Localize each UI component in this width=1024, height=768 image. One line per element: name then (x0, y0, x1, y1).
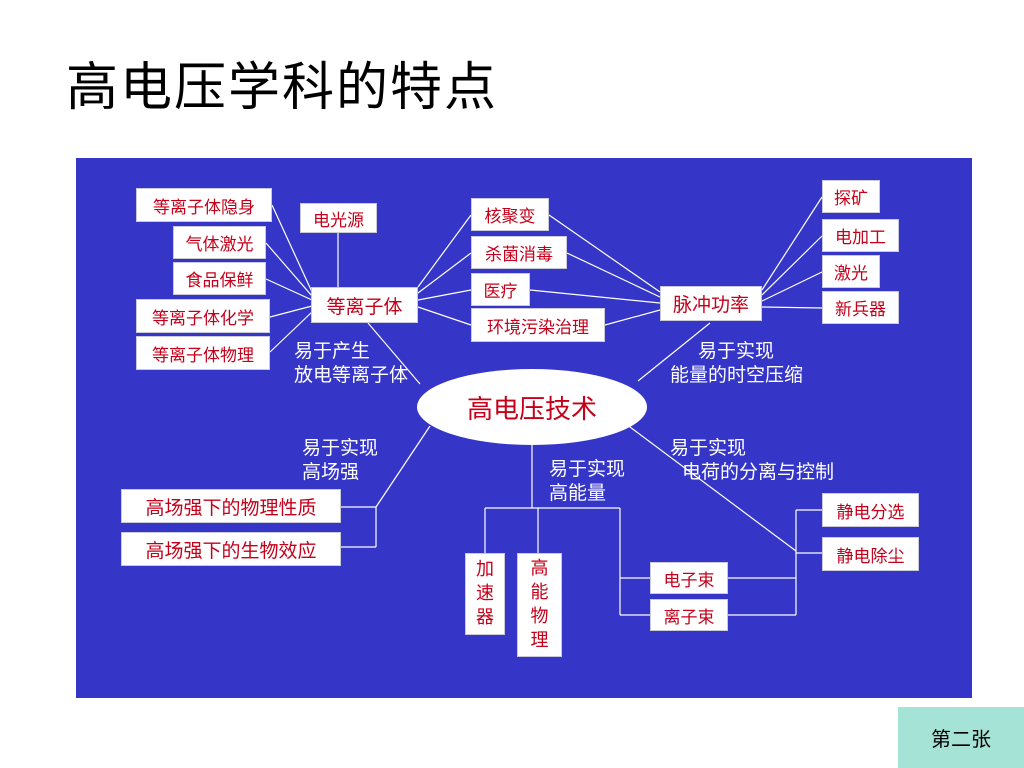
app-mineral-exploration: 探矿 (822, 180, 880, 213)
app-nuclear-fusion: 核聚变 (471, 198, 549, 231)
app-sterilization: 杀菌消毒 (471, 236, 567, 269)
slide-number-label: 第二张 (898, 707, 1024, 768)
app-electric-light-source: 电光源 (300, 203, 377, 233)
caption-pulse: 易于实现 能量的时空压缩 (670, 340, 804, 386)
app-high-field-biology: 高场强下的生物效应 (121, 532, 341, 566)
caption-high-field: 易于实现 高场强 (302, 437, 379, 483)
center-node: 高电压技术 (417, 369, 647, 445)
caption-high-energy: 易于实现 高能量 (549, 458, 626, 504)
app-electrical-machining: 电加工 (822, 219, 899, 252)
app-high-energy-physics: 高 能 物 理 (517, 553, 562, 657)
hub-pulse-power: 脉冲功率 (660, 286, 762, 321)
app-plasma-stealth: 等离子体隐身 (136, 188, 272, 222)
app-plasma-physics: 等离子体物理 (136, 336, 270, 370)
caption-charge: 易于实现 电荷的分离与控制 (670, 437, 835, 483)
app-medical: 医疗 (471, 273, 530, 306)
app-electron-beam: 电子束 (650, 562, 728, 594)
app-gas-laser: 气体激光 (173, 226, 266, 259)
hub-plasma: 等离子体 (311, 287, 418, 323)
slide-title: 高电压学科的特点 (66, 58, 499, 118)
caption-plasma: 易于产生 放电等离子体 (294, 340, 409, 386)
app-accelerator: 加 速 器 (465, 553, 505, 635)
app-electrostatic-precipitation: 静电除尘 (822, 537, 919, 571)
app-food-preservation: 食品保鲜 (173, 262, 266, 295)
app-new-weapons: 新兵器 (822, 291, 899, 324)
app-laser: 激光 (822, 255, 880, 288)
app-electrostatic-separation: 静电分选 (822, 493, 919, 527)
app-pollution-control: 环境污染治理 (471, 308, 605, 342)
app-ion-beam: 离子束 (650, 599, 728, 631)
app-high-field-physics: 高场强下的物理性质 (121, 489, 341, 523)
app-plasma-chemistry: 等离子体化学 (136, 299, 270, 333)
